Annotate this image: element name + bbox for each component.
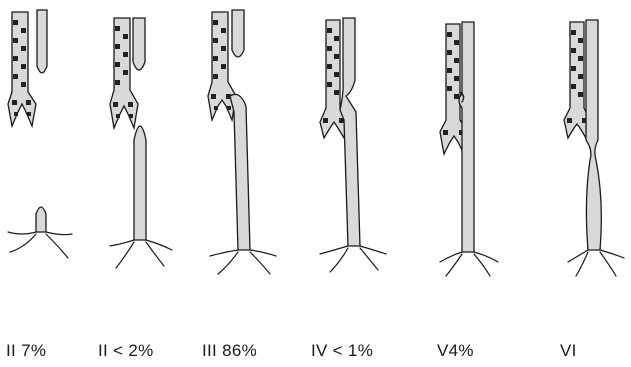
panel-2-lower-segment (134, 126, 146, 240)
panel-2-illustration (110, 18, 172, 268)
panel-5-illustration (440, 22, 498, 276)
panel-2-label: II < 2% (98, 341, 154, 361)
panel-4-label: IV < 1% (311, 341, 373, 361)
panel-5-stomach-vessels (440, 252, 498, 276)
panel-3-label: III 86% (202, 341, 257, 361)
panel-1-lower-segment (36, 207, 46, 232)
panel-3-illustration (208, 10, 276, 274)
panel-1-upper-pouch (37, 10, 47, 73)
panel-1-trachea (8, 12, 36, 126)
panel-1-label: II 7% (6, 341, 46, 361)
panel-4-stomach-vessels (320, 246, 386, 272)
panel-5-label: V4% (437, 341, 474, 361)
panel-2-upper-pouch (133, 18, 145, 70)
panel-3-upper-pouch (232, 10, 244, 57)
panel-6-esophagus-with-stenosis (586, 20, 601, 250)
panel-1-stomach-vessels (8, 232, 72, 258)
panel-6-stomach-vessels (568, 250, 624, 276)
panel-1-illustration (8, 10, 72, 258)
panel-2-stomach-vessels (110, 240, 172, 268)
panel-4-illustration (320, 18, 386, 272)
panel-3-stomach-vessels (210, 250, 276, 274)
panel-6-illustration (564, 20, 624, 276)
panel-6-label: VI (560, 341, 577, 361)
